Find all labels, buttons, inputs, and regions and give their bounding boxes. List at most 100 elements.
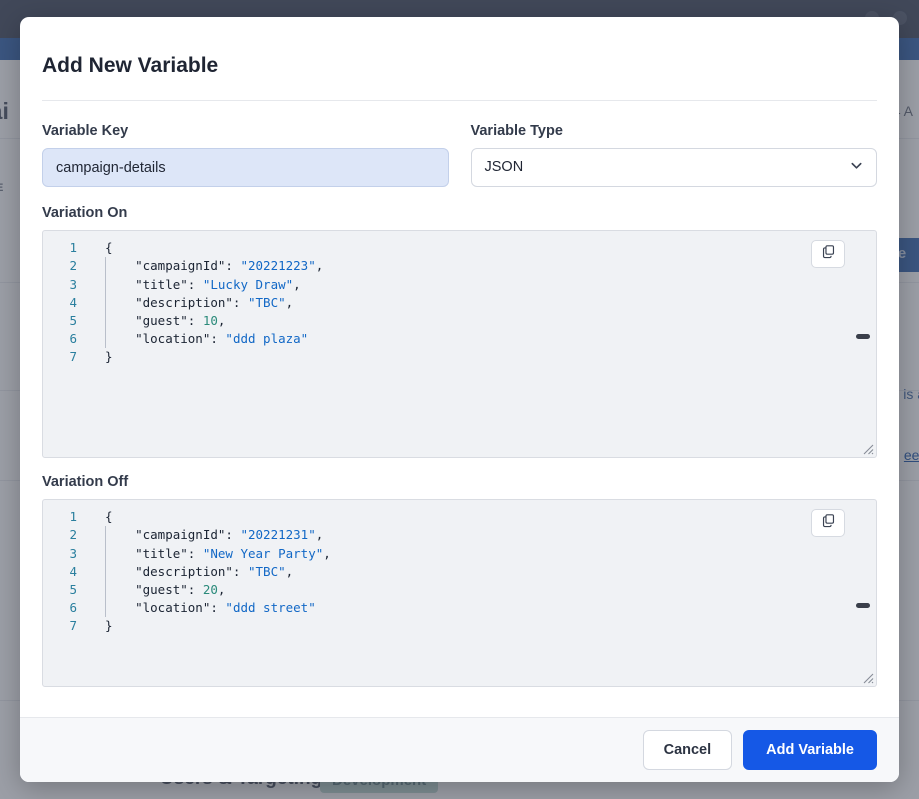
code-token: "TBC"	[248, 563, 286, 579]
code-line: 2 "campaignId": "20221231",	[43, 526, 876, 545]
variable-key-field: Variable Key	[42, 123, 449, 188]
code-token: ,	[315, 527, 324, 543]
code-token: "guest":	[105, 312, 203, 328]
code-line: 6 "location": "ddd plaza"	[43, 330, 876, 349]
code-token: 10	[202, 312, 218, 328]
cancel-button[interactable]: Cancel	[642, 730, 733, 770]
code-line: 6 "location": "ddd street"	[43, 599, 876, 618]
code-line: 4 "description": "TBC",	[43, 562, 876, 582]
code-text: }	[89, 617, 113, 635]
code-token: "New Year Party"	[202, 545, 324, 561]
code-text: "title": "Lucky Draw",	[89, 275, 301, 294]
line-number: 5	[69, 312, 77, 328]
line-number: 4	[69, 563, 77, 579]
code-line: 1{	[43, 239, 876, 257]
code-token: "description":	[105, 294, 248, 310]
add-variable-modal: Add New Variable Variable Key Variable T…	[20, 17, 899, 782]
code-text: {	[89, 508, 113, 526]
variation-on-code[interactable]: 1{2 "campaignId": "20221223",3 "title": …	[43, 231, 876, 457]
code-token: ,	[285, 563, 294, 579]
code-token: "ddd street"	[225, 600, 316, 616]
variation-off-copy-button[interactable]	[811, 509, 845, 538]
code-line: 7}	[43, 348, 876, 366]
variable-form-row: Variable Key Variable Type JSON	[42, 123, 877, 188]
add-variable-button[interactable]: Add Variable	[743, 730, 877, 770]
variation-off-code[interactable]: 1{2 "campaignId": "20221231",3 "title": …	[43, 500, 876, 686]
line-number: 1	[69, 509, 77, 525]
modal-title-divider	[42, 100, 877, 102]
copy-icon	[821, 513, 836, 533]
code-text: "campaignId": "20221231",	[89, 526, 324, 545]
variable-key-input[interactable]	[42, 148, 449, 188]
variation-off-hscrollbar[interactable]	[856, 603, 870, 609]
variable-type-select[interactable]: JSON	[470, 148, 877, 188]
line-number: 3	[69, 545, 77, 561]
variation-on-label: Variation On	[42, 205, 128, 222]
variation-on-copy-button[interactable]	[811, 240, 845, 269]
line-number: 7	[69, 618, 77, 634]
code-token: "20221223"	[240, 258, 316, 274]
modal-body: Add New Variable Variable Key Variable T…	[20, 17, 899, 717]
bg-body-text: is a	[903, 386, 919, 402]
code-token: "ddd plaza"	[225, 331, 309, 347]
code-text: "description": "TBC",	[89, 562, 294, 582]
variable-type-label: Variable Type	[470, 123, 563, 140]
code-line: 3 "title": "Lucky Draw",	[43, 275, 876, 294]
modal-title: Add New Variable	[42, 54, 219, 77]
variation-off-editor[interactable]: 1{2 "campaignId": "20221231",3 "title": …	[42, 499, 877, 688]
code-text: }	[89, 348, 113, 366]
code-text: "location": "ddd plaza"	[89, 330, 309, 349]
code-token: "20221231"	[240, 527, 316, 543]
code-token: 20	[202, 581, 218, 597]
code-line: 7}	[43, 617, 876, 635]
code-token: "Lucky Draw"	[202, 276, 294, 292]
code-line: 3 "title": "New Year Party",	[43, 544, 876, 563]
code-token: ,	[217, 581, 226, 597]
bg-link[interactable]: ee |	[903, 447, 919, 463]
line-number: 1	[69, 240, 77, 256]
code-token: "campaignId":	[105, 258, 241, 274]
variation-on-resize-handle[interactable]	[861, 442, 874, 455]
variable-type-field: Variable Type JSON	[470, 123, 877, 188]
code-token: "title":	[105, 545, 203, 561]
code-text: "description": "TBC",	[89, 293, 294, 313]
variable-key-label: Variable Key	[42, 123, 129, 140]
code-token: }	[105, 618, 113, 634]
code-text: "location": "ddd street"	[89, 599, 316, 618]
code-token: "campaignId":	[105, 527, 241, 543]
code-token: ,	[315, 258, 324, 274]
line-number: 5	[69, 581, 77, 597]
code-token: {	[105, 509, 113, 525]
code-token: "guest":	[105, 581, 203, 597]
variation-off-resize-handle[interactable]	[861, 671, 874, 684]
variable-type-select-wrap: JSON	[470, 148, 877, 188]
code-token: "title":	[105, 276, 203, 292]
code-line: 4 "description": "TBC",	[43, 293, 876, 313]
variation-on-hscrollbar[interactable]	[856, 334, 870, 340]
code-line: 5 "guest": 20,	[43, 580, 876, 600]
code-line: 5 "guest": 10,	[43, 311, 876, 331]
line-number: 3	[69, 276, 77, 292]
code-token: }	[105, 349, 113, 365]
code-text: "title": "New Year Party",	[89, 544, 331, 563]
line-number: 4	[69, 294, 77, 310]
code-token: "description":	[105, 563, 248, 579]
variation-on-editor[interactable]: 1{2 "campaignId": "20221223",3 "title": …	[42, 230, 877, 459]
code-token: "location":	[105, 331, 226, 347]
code-line: 1{	[43, 508, 876, 526]
code-text: {	[89, 239, 113, 257]
variation-off-label: Variation Off	[42, 474, 129, 491]
bg-page-title: tai	[0, 98, 9, 124]
modal-footer: Cancel Add Variable	[20, 717, 899, 782]
line-number: 6	[69, 600, 77, 616]
code-token: ,	[217, 312, 226, 328]
code-token: ,	[285, 294, 294, 310]
line-number: 2	[69, 527, 77, 543]
code-token: ,	[293, 276, 301, 292]
code-text: "guest": 20,	[89, 580, 226, 600]
code-line: 2 "campaignId": "20221223",	[43, 257, 876, 276]
bg-section-label: E	[0, 182, 4, 194]
variation-off-block: Variation Off 1{2 "campaignId": "2022123…	[42, 474, 877, 688]
line-number: 6	[69, 331, 77, 347]
copy-icon	[821, 244, 836, 264]
